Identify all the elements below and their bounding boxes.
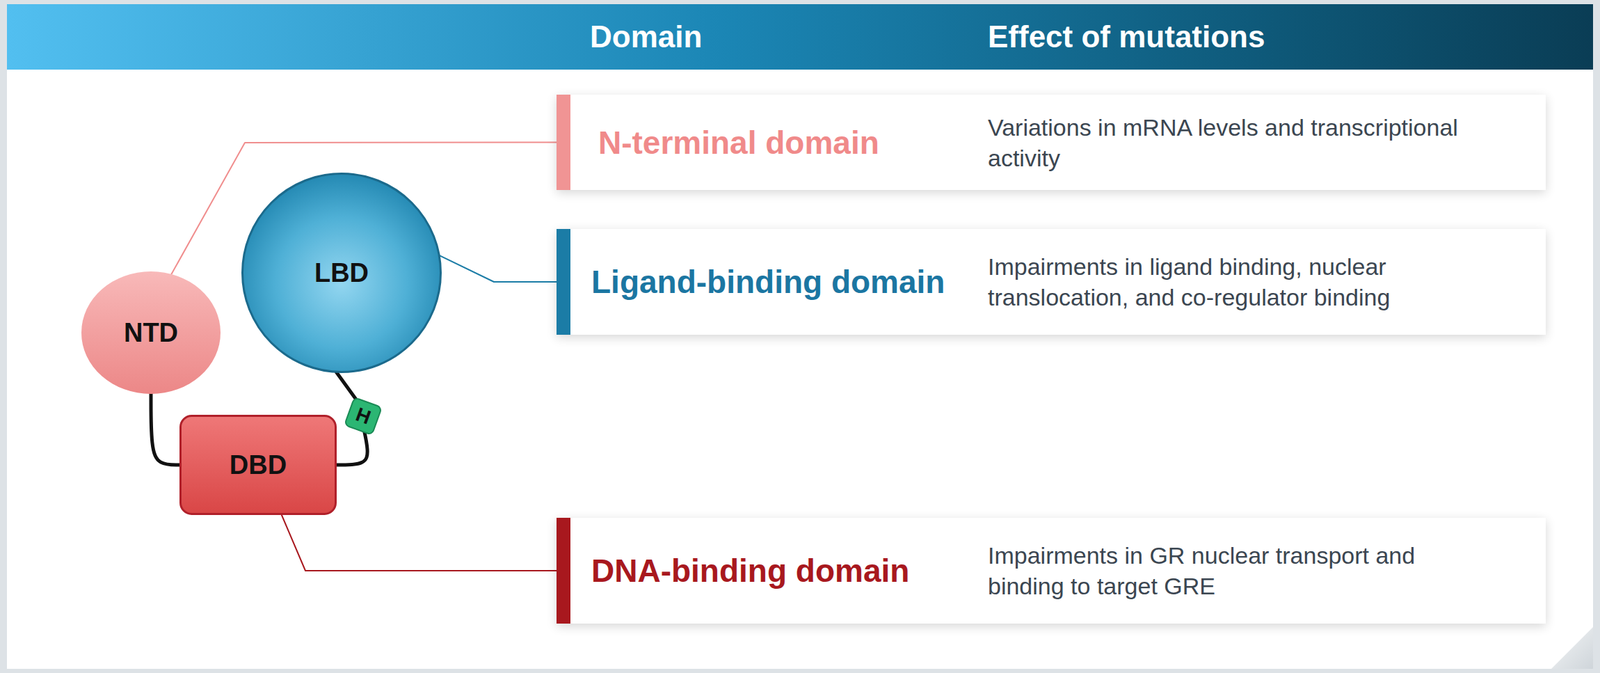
column-header: Effect of mutations [987,19,1265,55]
domain-abbrev: DBD [229,450,287,480]
mutation-effect: Impairments in ligand binding, nuclear t… [987,251,1489,313]
color-bar [556,228,571,335]
domain-abbrev: LBD [314,258,369,288]
folded-corner [1551,626,1594,669]
domain-linker [150,393,180,465]
domain-name: Ligand-binding domain [591,262,945,301]
color-bar [556,94,571,190]
mutation-effect: Variations in mRNA levels and transcript… [987,111,1489,173]
domain-abbrev: H [352,403,374,430]
dbd-box: DBD [179,414,337,515]
color-bar [556,517,571,624]
column-header: Domain [589,19,702,55]
lbd-circle: LBD [241,172,442,373]
domain-abbrev: NTD [123,317,179,348]
domain-row: DNA-binding domain Impairments in GR nucl… [556,517,1546,624]
domain-name: N-terminal domain [598,123,880,162]
domain-row: N-terminal domain Variations in mRNA leve… [556,94,1546,190]
mutation-effect: Impairments in GR nuclear transport and … [987,539,1489,602]
leader-line [439,255,557,282]
ntd-ellipse: NTD [81,271,221,394]
domain-name: DNA-binding domain [591,551,910,590]
leader-line [281,514,557,571]
domain-row: Ligand-binding domain Impairments in liga… [556,228,1546,335]
header-bar [6,4,1594,70]
